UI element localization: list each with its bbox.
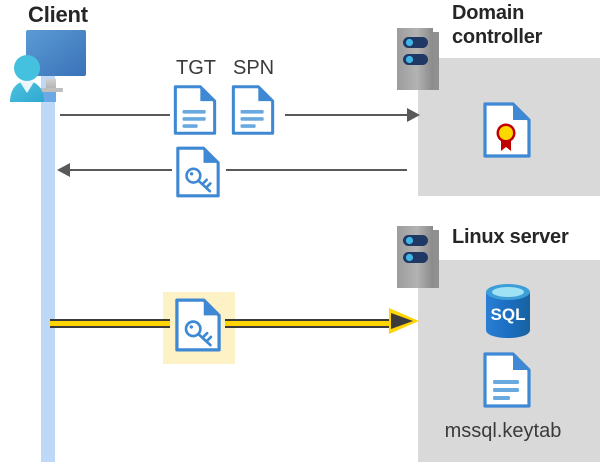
flow-response-line-right bbox=[226, 169, 407, 171]
tgt-document-icon bbox=[173, 85, 217, 135]
flow-ticket-line-left bbox=[50, 319, 170, 328]
service-ticket-key-document-icon bbox=[176, 146, 220, 198]
flow-ticket-line-right bbox=[225, 319, 391, 328]
domain-controller-title-line1: Domain bbox=[452, 2, 525, 24]
certificate-document-icon bbox=[483, 102, 531, 158]
svg-text:SQL: SQL bbox=[491, 305, 526, 324]
tgt-label: TGT bbox=[176, 57, 216, 79]
client-lifeline bbox=[41, 62, 55, 462]
linux-server-title: Linux server bbox=[452, 226, 569, 248]
keytab-filename-label: mssql.keytab bbox=[444, 420, 562, 442]
domain-controller-title: Domain controller bbox=[452, 2, 600, 49]
flow-request-line-right bbox=[285, 114, 407, 116]
flow-response-line-left bbox=[68, 169, 172, 171]
service-ticket-key-document-icon-highlighted bbox=[175, 298, 221, 352]
spn-document-icon bbox=[231, 85, 275, 135]
flow-request-arrowhead-icon bbox=[407, 108, 420, 122]
flow-response-arrowhead-icon bbox=[57, 163, 70, 177]
sql-database-icon: SQL bbox=[482, 282, 534, 340]
flow-request-line-left bbox=[60, 114, 170, 116]
domain-controller-server-tower-icon bbox=[397, 28, 439, 90]
client-title: Client bbox=[28, 2, 88, 27]
linux-server-tower-icon bbox=[397, 226, 439, 288]
keytab-document-icon bbox=[483, 352, 531, 408]
spn-label: SPN bbox=[233, 57, 275, 79]
domain-controller-title-line2: controller bbox=[452, 25, 543, 48]
client-user-monitor-icon bbox=[6, 26, 90, 104]
